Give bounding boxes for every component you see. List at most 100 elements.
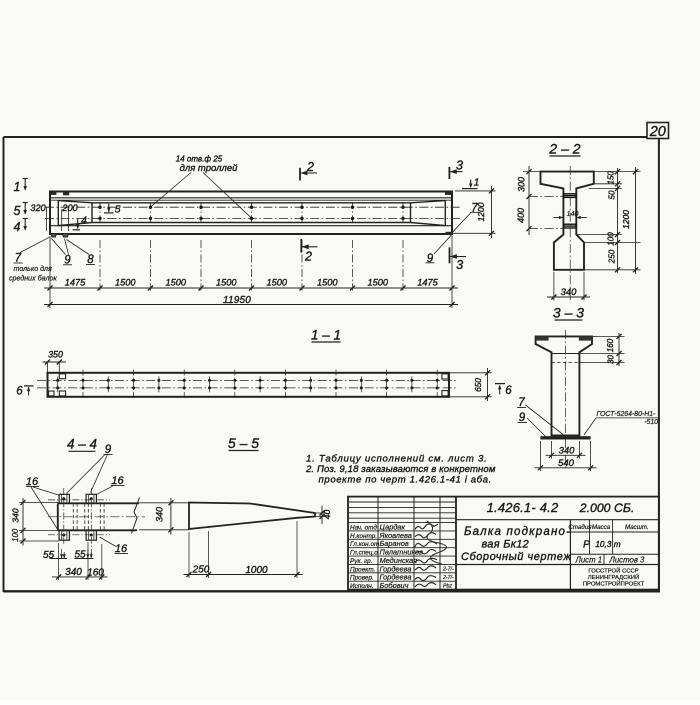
svg-text:для троллей: для троллей: [180, 163, 238, 174]
svg-text:Листов 3: Листов 3: [609, 555, 646, 564]
svg-text:160: 160: [87, 568, 104, 579]
svg-text:40: 40: [322, 510, 332, 520]
svg-text:Сборочный чертеж: Сборочный чертеж: [461, 551, 571, 563]
svg-text:1: 1: [14, 180, 21, 194]
svg-text:Лист 1: Лист 1: [575, 555, 603, 564]
svg-text:только для: только для: [14, 265, 53, 273]
svg-text:-510: -510: [644, 419, 658, 426]
svg-text:Гордеева: Гордеева: [380, 564, 412, 573]
svg-text:1200: 1200: [621, 210, 631, 229]
svg-text:3: 3: [456, 258, 463, 272]
svg-text:160: 160: [606, 338, 615, 352]
svg-text:8: 8: [87, 254, 94, 266]
svg-text:6: 6: [16, 386, 23, 398]
svg-text:16: 16: [111, 475, 124, 487]
svg-text:Исполн.: Исполн.: [350, 583, 374, 590]
svg-text:3 – 3: 3 – 3: [553, 305, 584, 321]
svg-text:20: 20: [649, 124, 666, 140]
svg-text:7: 7: [15, 253, 22, 265]
svg-text:проекте по черт 1.426.1-41 і а: проекте по черт 1.426.1-41 і аба.: [319, 474, 492, 485]
svg-text:100: 100: [607, 232, 616, 246]
svg-text:100: 100: [11, 528, 20, 542]
svg-text:2-7/-: 2-7/-: [442, 575, 454, 581]
svg-text:Провер.: Провер.: [350, 575, 374, 582]
svg-text:400: 400: [516, 208, 526, 223]
svg-text:2: 2: [306, 160, 314, 174]
svg-text:ГОССТРОЙ СССР: ГОССТРОЙ СССР: [588, 567, 638, 575]
svg-text:Р: Р: [583, 539, 590, 551]
svg-text:140: 140: [567, 209, 579, 218]
svg-text:1475: 1475: [65, 278, 86, 288]
svg-text:250: 250: [192, 565, 210, 576]
svg-text:1500: 1500: [216, 278, 237, 288]
svg-text:Гл.спец.о: Гл.спец.о: [350, 550, 378, 557]
svg-text:2. Поз. 9,18 заказываются в ко: 2. Поз. 9,18 заказываются в конкретном: [305, 464, 496, 475]
svg-text:Гл.кон.от: Гл.кон.от: [350, 541, 380, 548]
svg-text:ЛЕНИНГРАДСКИЙ: ЛЕНИНГРАДСКИЙ: [588, 573, 640, 581]
svg-text:6: 6: [505, 385, 512, 397]
svg-text:Яковлева: Яковлева: [379, 531, 412, 540]
svg-text:5: 5: [14, 204, 21, 218]
svg-text:7: 7: [518, 397, 525, 409]
svg-text:16: 16: [115, 543, 128, 555]
svg-text:Масшт.: Масшт.: [625, 524, 649, 531]
svg-text:340: 340: [561, 287, 578, 298]
svg-text:Баранов: Баранов: [380, 539, 409, 548]
svg-text:средних балок: средних балок: [9, 275, 57, 283]
svg-text:Нач. отд: Нач. отд: [350, 523, 377, 531]
svg-text:9: 9: [519, 412, 526, 424]
svg-text:350: 350: [48, 350, 63, 360]
svg-text:Бобович: Бобович: [380, 581, 409, 590]
svg-text:55: 55: [43, 550, 55, 561]
svg-text:вая Бк12: вая Бк12: [482, 539, 530, 551]
svg-text:Мединская: Мединская: [380, 556, 418, 565]
svg-text:7: 7: [471, 203, 478, 215]
svg-text:1500: 1500: [317, 278, 338, 288]
svg-text:9: 9: [105, 444, 112, 456]
svg-text:4 – 4: 4 – 4: [67, 437, 97, 452]
svg-text:1500: 1500: [267, 278, 288, 288]
svg-text:14 отв.ф 25: 14 отв.ф 25: [176, 155, 223, 164]
svg-text:2.000 СБ.: 2.000 СБ.: [579, 501, 635, 515]
svg-text:3: 3: [456, 159, 463, 173]
svg-text:1500: 1500: [115, 278, 136, 288]
svg-text:200: 200: [61, 203, 78, 213]
svg-text:1. Таблицу исполнений см. лис: 1. Таблицу исполнений см. лист 3.: [306, 453, 487, 464]
svg-text:1200: 1200: [476, 202, 486, 221]
svg-text:Н.контр.: Н.контр.: [350, 533, 377, 540]
svg-text:16: 16: [26, 476, 39, 488]
svg-text:10,3 т: 10,3 т: [595, 539, 620, 549]
svg-text:540: 540: [558, 458, 575, 469]
svg-text:1 – 1: 1 – 1: [311, 328, 341, 343]
svg-text:4: 4: [14, 220, 21, 234]
svg-text:30: 30: [607, 355, 616, 364]
svg-text:320: 320: [30, 203, 46, 213]
svg-text:Палатников: Палатников: [380, 548, 424, 557]
svg-text:11950: 11950: [223, 295, 251, 306]
svg-text:340: 340: [11, 508, 21, 522]
svg-text:2-7/-: 2-7/-: [442, 567, 454, 573]
svg-text:2 – 2: 2 – 2: [548, 141, 580, 157]
svg-text:Рук. гр.: Рук. гр.: [350, 558, 373, 565]
svg-text:ПРОМСТРОЙПРОЕКТ: ПРОМСТРОЙПРОЕКТ: [583, 580, 645, 588]
svg-text:1500: 1500: [368, 278, 389, 288]
svg-text:150: 150: [607, 171, 616, 185]
svg-text:Рbz: Рbz: [443, 583, 452, 589]
svg-text:Масса: Масса: [592, 524, 611, 531]
svg-text:1: 1: [474, 178, 480, 189]
svg-text:55: 55: [74, 550, 86, 561]
svg-text:650: 650: [473, 378, 483, 392]
svg-text:340: 340: [155, 507, 165, 522]
svg-text:9: 9: [427, 253, 434, 265]
svg-text:2: 2: [304, 250, 312, 264]
svg-text:Проект.: Проект.: [350, 566, 375, 573]
svg-text:1000: 1000: [245, 565, 268, 576]
svg-text:Балка подкрано-: Балка подкрано-: [464, 526, 571, 538]
svg-text:Гордеева: Гордеева: [380, 573, 412, 582]
svg-text:250: 250: [608, 249, 617, 264]
svg-text:ГОСТ-5264-80-Н1-: ГОСТ-5264-80-Н1-: [597, 411, 657, 418]
svg-text:Цардак: Цардак: [380, 522, 406, 531]
svg-text:50: 50: [608, 190, 617, 199]
svg-text:Стадия: Стадия: [568, 524, 592, 531]
svg-text:1.426.1- 4.2: 1.426.1- 4.2: [487, 500, 559, 515]
